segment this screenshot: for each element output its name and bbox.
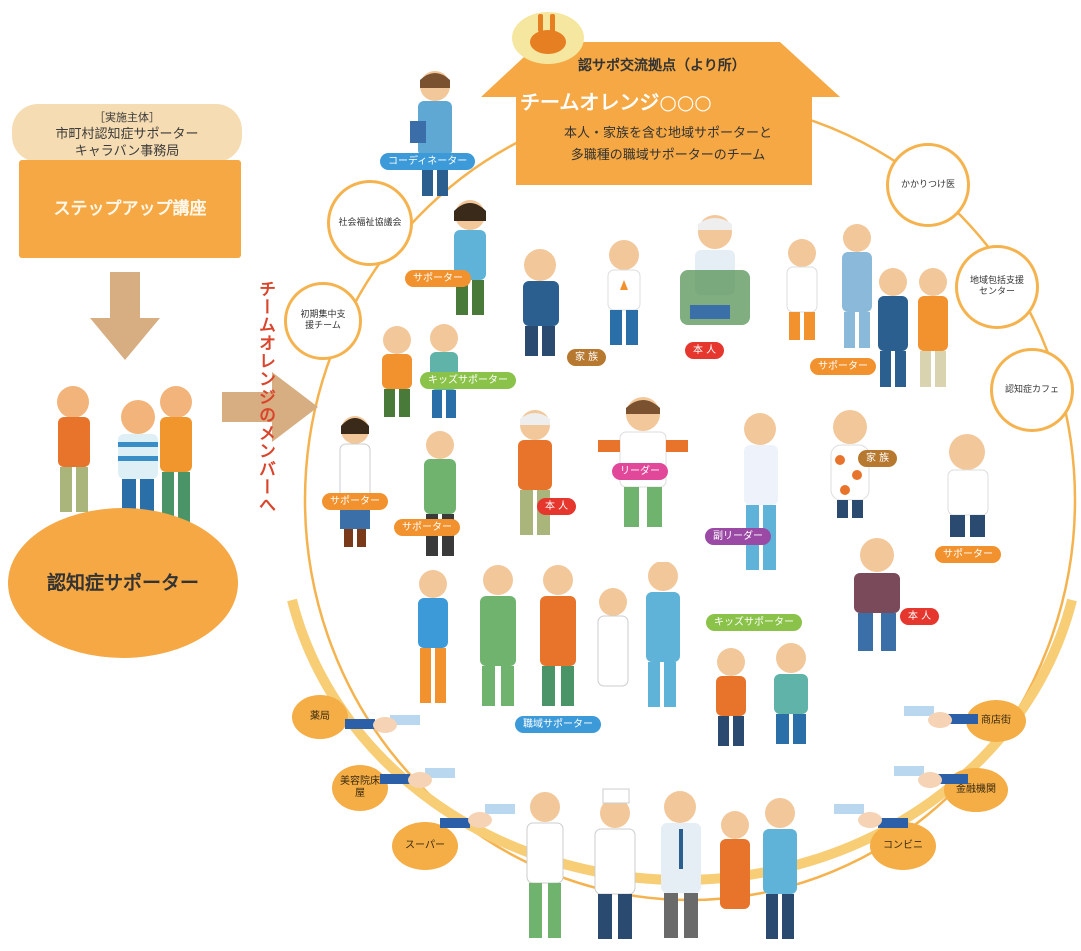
tag-person-1: 本 人: [685, 342, 725, 359]
person-wheelchair-figure: [680, 215, 750, 325]
dementia-supporter-ball: 認知症サポーター: [8, 508, 238, 658]
workplace-supporters-figures: [418, 562, 680, 707]
organizer-line1: 市町村認知症サポーター: [55, 127, 199, 142]
tag-coordinator: コーディネーター: [380, 153, 476, 170]
supporter-figure: [424, 431, 456, 556]
organizer-box: ［実施主体］ 市町村認知症サポーター キャラバン事務局: [12, 104, 242, 162]
tag-family-1: 家 族: [567, 349, 607, 366]
supporter-figure: [786, 239, 818, 340]
tag-family-2: 家 族: [858, 450, 898, 467]
kids-figures: [382, 324, 458, 418]
tag-person-3: 本 人: [900, 608, 940, 625]
node-social-welfare: 社会福祉協議会: [327, 180, 413, 266]
supporter-figure: [947, 434, 989, 537]
node-pharmacy: 薬局: [292, 695, 348, 739]
supporter-figure: [454, 200, 486, 315]
node-cafe: 認知症カフェ: [990, 348, 1074, 432]
house-shape: [481, 42, 840, 185]
handshake-icon: [345, 715, 420, 733]
tag-supporter-right: サポーター: [810, 358, 876, 375]
node-supermarket: スーパー: [392, 822, 458, 870]
step-up-course-box: ステップアップ講座: [19, 160, 241, 258]
tag-supporter-left: サポーター: [322, 493, 388, 510]
node-family-doctor: かかりつけ医: [886, 143, 970, 227]
node-regional-center: 地域包括支援センター: [955, 245, 1039, 329]
team-description-line2: 多職種の職域サポーターのチーム: [570, 148, 766, 163]
handshake-icon: [894, 766, 968, 788]
supporter-figure: [339, 416, 371, 547]
supporter-couple-figure: [878, 268, 948, 387]
arrow-down-icon: [90, 272, 160, 360]
handshake-icon: [440, 804, 515, 828]
handshake-icon: [834, 804, 908, 828]
team-description-line1: 本人・家族を含む地域サポーターと: [563, 126, 772, 141]
family-figure: [523, 249, 559, 356]
tag-leader: リーダー: [612, 463, 668, 480]
tag-person-2: 本 人: [537, 498, 577, 515]
team-name: チームオレンジ○○○: [520, 90, 712, 114]
team-description: 本人・家族を含む地域サポーターと 多職種の職域サポーターのチーム: [518, 123, 818, 167]
organizer-line2: キャラバン事務局: [74, 144, 180, 159]
person-figure: [854, 538, 900, 651]
tag-kids-1: キッズサポーター: [420, 372, 516, 389]
node-initial-team: 初期集中支援チーム: [284, 282, 362, 360]
kids-figures: [716, 643, 808, 746]
subleader-figure: [744, 413, 778, 570]
team-orange-logo: [512, 12, 584, 64]
tag-kids-2: キッズサポーター: [706, 614, 802, 631]
tag-supporter-far: サポーター: [935, 546, 1001, 563]
node-salon: 美容院床屋: [332, 765, 388, 811]
tag-workplace: 職域サポーター: [515, 716, 601, 733]
node-convenience: コンビニ: [870, 822, 936, 870]
coordinator-figure: [410, 71, 452, 196]
tag-subleader: 副リーダー: [705, 528, 771, 545]
leader-figure: [598, 397, 688, 527]
house-title: 認サポ交流拠点（より所）: [578, 58, 746, 74]
handshake-icon: [904, 706, 978, 728]
handshake-icon: [380, 768, 455, 788]
supporter-figure: [842, 224, 872, 348]
supporter-ball-label: 認知症サポーター: [46, 572, 199, 594]
vertical-caption: チームオレンジのメンバーへ: [255, 280, 275, 514]
person-figure: [518, 410, 552, 535]
child-figure: [607, 240, 641, 345]
organizer-label: ［実施主体］: [94, 111, 160, 124]
tag-supporter-top: サポーター: [405, 270, 471, 287]
tag-supporter-mid: サポーター: [394, 519, 460, 536]
arrow-right-icon: [222, 372, 318, 442]
shop-staff-figures: [526, 788, 797, 939]
